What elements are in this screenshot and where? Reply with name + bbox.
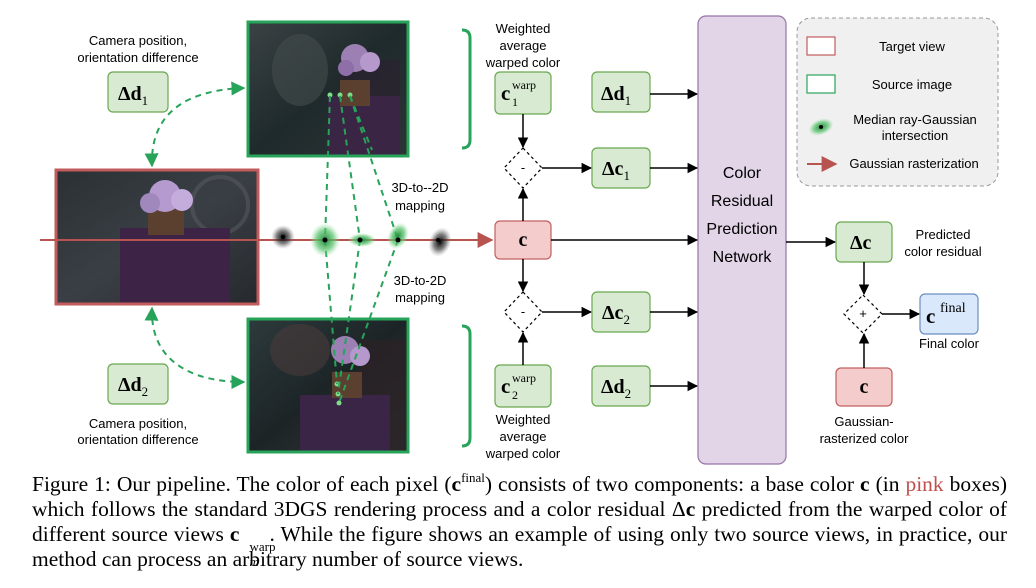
legend-median-label-2: intersection <box>882 128 948 143</box>
legend-median-label-1: Median ray-Gaussian <box>853 112 977 127</box>
sym-c2-warp: c <box>501 374 510 398</box>
figure-caption: Figure 1: Our pipeline. The color of eac… <box>32 470 1007 571</box>
legend-target-label: Target view <box>879 39 945 54</box>
mapping-bottom-1: 3D-to-2D <box>394 273 447 288</box>
camera-label-bottom-2: orientation difference <box>77 432 198 447</box>
weighted-top-1: Weighted <box>496 21 551 36</box>
sym-minus-top: - <box>521 160 525 175</box>
legend-target-swatch <box>806 36 836 56</box>
sym-plus: + <box>859 306 867 321</box>
sym-minus-bottom: - <box>521 304 525 319</box>
sym-c1-warp: c <box>501 81 510 105</box>
predicted-label-2: color residual <box>904 244 981 259</box>
camera-label-top-1: Camera position, <box>89 33 187 48</box>
sym-c2-warp-sub: 2 <box>512 388 518 402</box>
mapping-bottom-2: mapping <box>395 290 445 305</box>
sym-c1-warp-sub: 1 <box>512 95 518 109</box>
arrows <box>517 88 921 392</box>
sym-c1-warp-sup: warp <box>512 78 536 92</box>
sym-delta-d2-left: Δd2 <box>118 374 148 399</box>
legend-box <box>796 17 999 187</box>
projection-lines <box>324 95 399 404</box>
sym-c2-warp-sup: warp <box>512 371 536 385</box>
weighted-bottom-3: warped color <box>485 446 561 461</box>
sym-delta-d1-right: Δd1 <box>601 83 631 108</box>
sym-delta-c-out: Δc <box>850 232 872 254</box>
mapping-top-1: 3D-to--2D <box>391 180 448 195</box>
legend-source-label: Source image <box>872 77 952 92</box>
sym-delta-c1: Δc1 <box>602 158 630 183</box>
caption-pink-word: pink <box>905 472 944 496</box>
network-label-3: Prediction <box>706 221 777 238</box>
network-label-2: Residual <box>711 193 773 210</box>
network-label-4: Network <box>713 249 773 266</box>
weighted-bottom-1: Weighted <box>496 412 551 427</box>
predicted-label-1: Predicted <box>916 227 971 242</box>
delta-d1-box-left <box>107 71 169 113</box>
sym-c-raster: c <box>860 376 869 398</box>
weighted-top-3: warped color <box>485 55 561 70</box>
weighted-top-2: average <box>500 38 547 53</box>
plus-op <box>843 294 883 334</box>
sym-c-center: c <box>519 229 528 251</box>
bracket-bottom <box>461 324 472 448</box>
legend-source-swatch <box>806 74 836 94</box>
sym-c-final-sup: final <box>940 301 966 316</box>
camera-label-top-2: orientation difference <box>77 50 198 65</box>
sym-c-final: c <box>926 304 935 328</box>
camera-label-bottom-1: Camera position, <box>89 416 187 431</box>
sym-delta-c2: Δc2 <box>602 302 630 327</box>
bracket-top <box>461 28 472 150</box>
camera-link-bottom <box>144 306 246 389</box>
final-color-label: Final color <box>919 336 980 351</box>
weighted-bottom-2: average <box>500 429 547 444</box>
legend-raster-label: Gaussian rasterization <box>849 156 978 171</box>
rasterized-label-2: rasterized color <box>820 431 910 446</box>
pipeline-diagram: Camera position, orientation difference … <box>40 15 999 465</box>
gaussian-blobs <box>271 222 452 257</box>
sym-delta-d2-right: Δd2 <box>601 376 631 401</box>
source-image-top <box>246 20 410 158</box>
rasterized-label-1: Gaussian- <box>834 414 893 429</box>
delta-d1-box-right <box>591 71 651 113</box>
camera-link-top <box>144 81 246 168</box>
mapping-top-2: mapping <box>395 198 445 213</box>
target-view-image <box>54 168 260 306</box>
sym-delta-d1-left: Δd1 <box>118 83 148 108</box>
network-label-1: Color <box>723 165 762 182</box>
residual-network-box <box>697 15 787 465</box>
source-image-bottom <box>246 317 410 454</box>
delta-d2-box-left <box>107 363 169 405</box>
